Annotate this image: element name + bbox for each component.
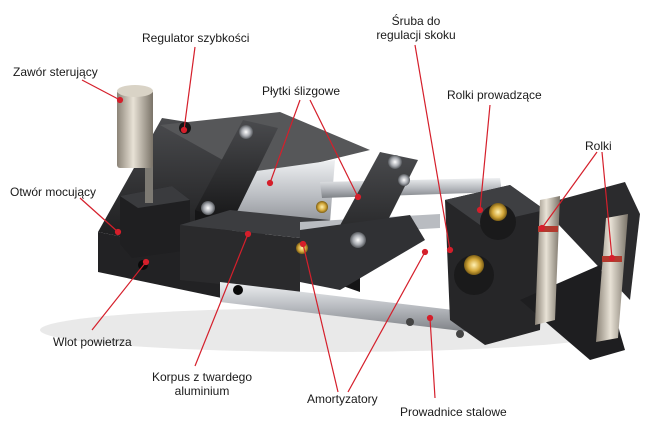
leader-korpus (194, 233, 249, 367)
body-hole-2 (406, 318, 414, 326)
leader-regulator (183, 46, 196, 131)
bolt-5 (398, 174, 410, 186)
bolt-1 (239, 125, 253, 139)
roller-2 (596, 214, 628, 342)
leader-amort-a (302, 243, 339, 393)
leader-sruba (414, 44, 451, 251)
leader-amort-a-dot (299, 240, 307, 248)
leader-lines (79, 44, 616, 399)
label-body: Korpus z twardego aluminium (140, 370, 264, 398)
leader-zawor-dot (116, 96, 124, 104)
label-steel-guides: Prowadnice stalowe (400, 405, 507, 419)
leader-zawor (81, 79, 121, 101)
leader-amort-b (347, 251, 426, 393)
leader-korpus-dot (244, 230, 252, 238)
front-body (180, 225, 300, 292)
leader-plytki-b (309, 99, 359, 198)
label-body-line1: Korpus z twardego (151, 370, 253, 384)
valve-rod (117, 90, 153, 168)
roller-carriage (445, 185, 545, 345)
label-control-valve: Zawór sterujący (13, 65, 98, 79)
leader-plytki-b-dot (354, 193, 362, 201)
label-guide-rollers: Rolki prowadzące (447, 88, 542, 102)
leader-plytki-a-dot (266, 179, 274, 187)
label-rollers: Rolki (585, 139, 612, 153)
leader-wlot-dot (142, 258, 150, 266)
bolt-4 (388, 155, 402, 169)
leader-rolki-prow (479, 104, 491, 211)
leader-otwor-dot (114, 228, 122, 236)
leader-prowadnice-dot (426, 314, 434, 322)
guide-roller-top (480, 204, 516, 240)
leader-rolki-a-dot (538, 224, 546, 232)
label-slide-plates: Płytki ślizgowe (262, 84, 341, 98)
leader-prowadnice (429, 317, 436, 399)
carriage (300, 215, 425, 290)
label-air-inlet: Wlot powietrza (53, 335, 132, 349)
valve-rod-stem (145, 165, 153, 203)
slide-plate-left (195, 120, 278, 222)
label-speed-regulator: Regulator szybkości (142, 31, 250, 45)
label-stroke-screw: Śruba do regulacji skoku (366, 14, 466, 42)
label-dampers: Amortyzatory (307, 392, 378, 406)
label-stroke-screw-line2: regulacji skoku (376, 28, 456, 42)
leader-rolki-b-dot (608, 254, 616, 262)
damper-1 (316, 201, 328, 213)
guide-roller-top-nut (489, 203, 507, 221)
label-stroke-screw-line1: Śruba do (391, 14, 441, 28)
label-mounting-hole: Otwór mocujący (10, 185, 97, 199)
leader-wlot (91, 261, 147, 331)
leader-amort-b-dot (421, 248, 429, 256)
bolt-3 (350, 232, 366, 248)
roller-1-band (538, 226, 558, 232)
leader-rolki-a (541, 151, 598, 229)
valve-rod-cap (117, 85, 153, 97)
body-hole-3 (456, 330, 464, 338)
label-body-line2: aluminium (174, 384, 230, 398)
leader-sruba-dot (446, 246, 454, 254)
valve-block-top (120, 186, 190, 208)
leader-otwor (79, 197, 119, 233)
leader-regulator-dot (180, 126, 188, 134)
leader-rolki-b (601, 151, 613, 259)
front-body-top (180, 210, 330, 238)
leader-rolki-prow-dot (476, 206, 484, 214)
leader-plytki-a (269, 99, 301, 184)
guide-roller-bottom-nut (464, 255, 484, 275)
body-hole-1 (233, 285, 243, 295)
bolt-2 (201, 201, 215, 215)
